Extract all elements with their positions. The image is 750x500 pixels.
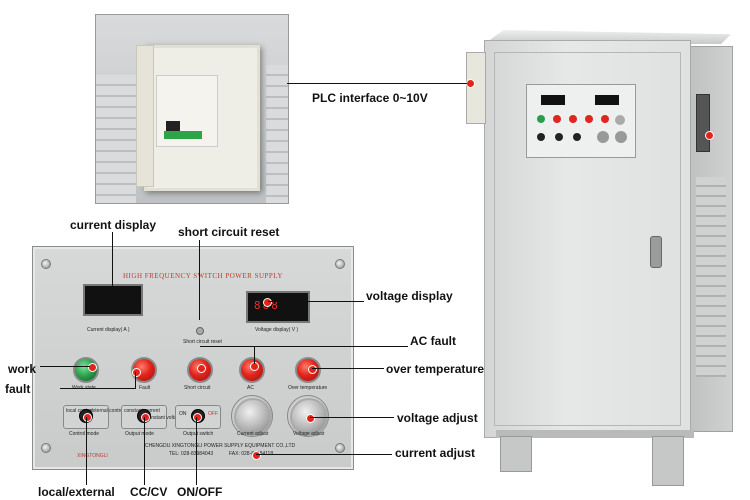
control-mode-caption: Control mode (69, 431, 100, 437)
cabinet-control-panel (526, 84, 636, 158)
cabinet-door (494, 52, 681, 426)
current-adjust-ring (231, 395, 273, 437)
current-adjust-callout-dot (252, 451, 261, 460)
cabinet-door-handle[interactable] (650, 236, 662, 268)
lamp-ac-caption: AC (247, 385, 254, 391)
voltage-adjust-caption: Voltage adjust (293, 431, 325, 437)
work-line (40, 366, 90, 367)
switch-off-caption: OFF (208, 411, 218, 417)
work-callout-dot (88, 363, 97, 372)
voltage-display-callout-dot (263, 298, 272, 307)
panel-title: HIGH FREQUENCY SWITCH POWER SUPPLY (123, 272, 283, 280)
cabinet-leg-right (652, 436, 684, 486)
plc-callout-dot (466, 79, 475, 88)
switch-callout-dot (705, 131, 714, 140)
cabinet-leg-left (500, 436, 532, 472)
ac-fault-drop (254, 346, 255, 364)
switch-cv-caption: constant voltage (146, 415, 183, 421)
plc-terminal-block (164, 131, 202, 139)
current-meter (83, 284, 143, 316)
switch-on-caption: ON (179, 411, 187, 417)
switch-external-caption: external control (90, 408, 125, 414)
ac-fault-line (200, 346, 408, 347)
photo-cabinet-ribs (96, 75, 136, 203)
fault-line (60, 388, 136, 389)
fault-callout-dot (132, 368, 141, 377)
short-circuit-reset-button[interactable] (196, 327, 204, 335)
on-off-label: ON/OFF (177, 485, 223, 499)
company-tel: TEL: 028-83984043 (169, 451, 214, 457)
current-adjust-knob[interactable] (234, 398, 272, 436)
cc-cv-callout-dot (141, 413, 150, 422)
plc-connector (166, 121, 180, 131)
lamp-over-temp-caption: Over temperature (288, 385, 328, 391)
current-display-label: current display (70, 218, 157, 232)
lamp-short-caption: Short circuit (184, 385, 211, 391)
cabinet-vents (696, 177, 726, 377)
company-fax: FAX: 028-83984118 (229, 451, 273, 457)
cabinet-main-switch[interactable] (696, 94, 710, 152)
voltage-display-label: voltage display (366, 289, 453, 303)
logo-text: XINGTONGLI (77, 453, 108, 459)
cabinet-plc-box (466, 52, 486, 124)
local-external-label: local/external (38, 485, 115, 499)
ac-fault-label: AC fault (410, 334, 456, 348)
screw (41, 443, 51, 453)
fault-drop (135, 372, 136, 388)
current-adjust-caption: Current adjust (237, 431, 269, 437)
current-display-line (112, 232, 113, 286)
short-callout-dot (197, 364, 206, 373)
cc-cv-label: CC/CV (130, 485, 168, 499)
plc-box-photo (95, 14, 289, 204)
voltage-adjust-ring (287, 395, 329, 437)
over-temp-line (312, 368, 384, 369)
output-switch-caption: Output switch (183, 431, 214, 437)
voltage-adjust-label: voltage adjust (397, 411, 478, 425)
cc-cv-line (144, 417, 145, 485)
on-off-callout-dot (193, 413, 202, 422)
short-reset-line (199, 240, 200, 320)
voltage-display-caption: Voltage display( V ) (255, 327, 299, 333)
company-name: CHENGDU XINGTONGLI POWER SUPPLY EQUIPMEN… (145, 443, 296, 449)
voltage-meter: 888 (246, 291, 310, 323)
cabinet-base (496, 430, 694, 438)
voltage-display-line (268, 301, 364, 302)
lamp-fault-caption: Fault (139, 385, 151, 391)
current-adjust-label: current adjust (395, 446, 476, 460)
local-external-line (86, 417, 87, 485)
work-lamp (73, 357, 99, 383)
screw (335, 259, 345, 269)
output-mode-caption: Output mode (125, 431, 154, 437)
control-panel: HIGH FREQUENCY SWITCH POWER SUPPLY Curre… (32, 246, 354, 470)
over-temperature-label: over temperature (386, 362, 485, 376)
plc-interface-label: PLC interface 0~10V (312, 91, 428, 105)
voltage-adjust-callout-dot (306, 414, 315, 423)
screw (41, 259, 51, 269)
short-circuit-reset-caption: Short circuit reset (183, 339, 222, 345)
plc-enclosure-lid (136, 45, 154, 187)
fault-label: fault (5, 382, 31, 396)
screw (335, 443, 345, 453)
current-adjust-line (256, 454, 392, 455)
on-off-line (196, 417, 197, 485)
short-circuit-reset-label: short circuit reset (178, 225, 280, 239)
work-label: work (8, 362, 37, 376)
voltage-adjust-line (310, 417, 394, 418)
plc-callout-line (287, 83, 467, 84)
current-display-caption: Current display( A ) (87, 327, 130, 333)
over-temp-callout-dot (308, 365, 317, 374)
photo-cabinet-ribs-right (266, 65, 288, 203)
local-external-callout-dot (83, 413, 92, 422)
